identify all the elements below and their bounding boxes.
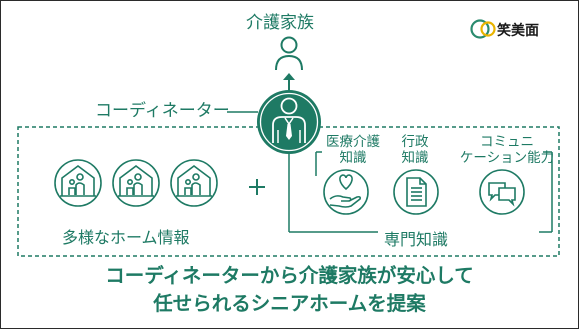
arrow-to-family — [283, 73, 295, 92]
specialty-label: 専門知識 — [384, 230, 449, 249]
home-caregiver-icon-3 — [170, 159, 218, 207]
skill-medical-line2: 知識 — [339, 150, 367, 166]
skill-admin-line2: 知識 — [401, 150, 429, 166]
headline-line1: コーディネーターから介護家族が安心して — [105, 264, 474, 287]
brand-logo-icon — [470, 19, 496, 39]
dashed-container — [17, 126, 560, 257]
skill-comm-line1: コミュニ — [480, 134, 534, 150]
heart-in-hand-icon — [323, 169, 369, 215]
speech-bubbles-icon — [479, 169, 525, 215]
skill-comm-line2: ケーション能力 — [459, 150, 555, 166]
home-info-label: 多様なホーム情報 — [62, 228, 190, 247]
coordinator-badge-icon — [257, 90, 321, 154]
family-person-icon — [275, 36, 303, 71]
family-label: 介護家族 — [246, 13, 314, 33]
skill-admin-label: 行政 知識 — [393, 134, 437, 166]
specialty-bracket — [288, 151, 553, 233]
document-icon — [393, 169, 439, 215]
skill-comm-label: コミュニ ケーション能力 — [450, 134, 564, 166]
skill-admin-line1: 行政 — [401, 134, 429, 150]
headline: コーディネーターから介護家族が安心して 任せられるシニアホームを提案 — [0, 262, 579, 318]
skill-medical-label: 医療介護 知識 — [318, 134, 388, 166]
headline-line2: 任せられるシニアホームを提案 — [153, 292, 426, 315]
home-caregiver-icon-2 — [112, 159, 160, 207]
skill-medical-line1: 医療介護 — [326, 134, 380, 150]
coordinator-label: コーディネーター — [95, 101, 230, 121]
plus-icon — [249, 179, 265, 195]
home-caregiver-icon-1 — [54, 159, 102, 207]
brand-name: 笑美面 — [497, 23, 539, 39]
